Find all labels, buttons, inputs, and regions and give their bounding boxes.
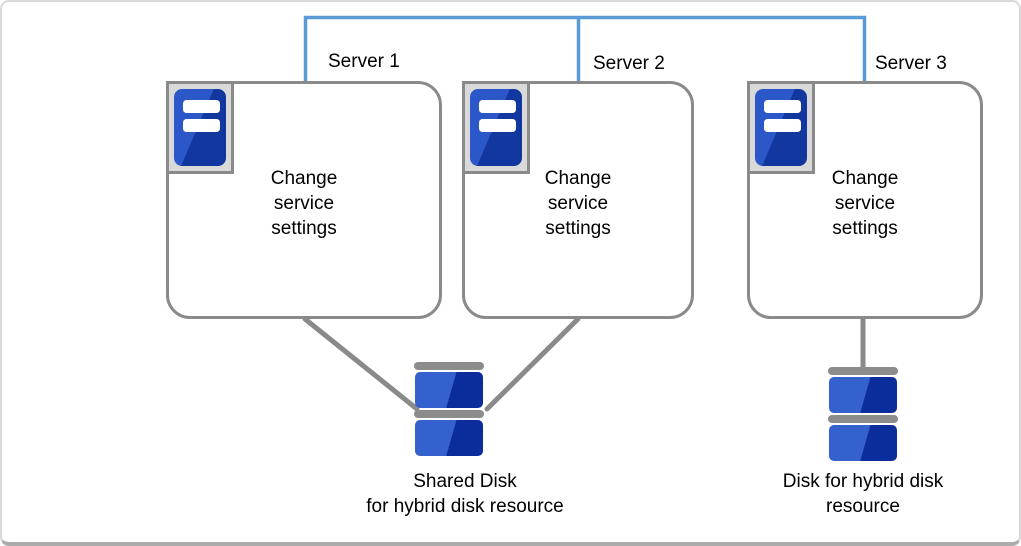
disk-platter: [829, 377, 897, 413]
server1-label: Server 1: [328, 51, 400, 72]
connector-server1-shared-disk: [302, 316, 420, 412]
server-chassis-icon: [174, 89, 226, 166]
disk-platter: [415, 420, 483, 456]
hybrid-disk-label: Disk for hybrid disk resource: [782, 471, 944, 517]
server1-server-icon: [166, 81, 234, 174]
disk-bar: [828, 367, 898, 375]
connector-server2-shared-disk: [484, 316, 581, 412]
disk-bar: [414, 362, 484, 370]
disk-bar: [828, 415, 898, 423]
server1-body-text: Change service settings: [270, 168, 338, 239]
chassis-slot-icon: [479, 119, 516, 132]
server-chassis-icon: [755, 89, 807, 166]
server2-body-text: Change service settings: [544, 168, 612, 239]
shared-disk-icon: [414, 362, 484, 458]
hybrid-disk-icon: [828, 367, 898, 463]
shared-disk-label: Shared Disk for hybrid disk resource: [366, 471, 564, 517]
chassis-slot-icon: [479, 100, 516, 113]
disk-platter: [829, 425, 897, 461]
chassis-slot-icon: [183, 100, 220, 113]
server3-label: Server 3: [875, 53, 947, 74]
disk-platter: [415, 372, 483, 408]
chassis-slot-icon: [764, 119, 801, 132]
server3-server-icon: [747, 81, 815, 174]
server3-body-text: Change service settings: [831, 168, 899, 239]
server2-server-icon: [462, 81, 530, 174]
server-chassis-icon: [470, 89, 522, 166]
chassis-slot-icon: [764, 100, 801, 113]
chassis-slot-icon: [183, 119, 220, 132]
disk-bar: [414, 410, 484, 418]
server2-label: Server 2: [593, 53, 665, 74]
